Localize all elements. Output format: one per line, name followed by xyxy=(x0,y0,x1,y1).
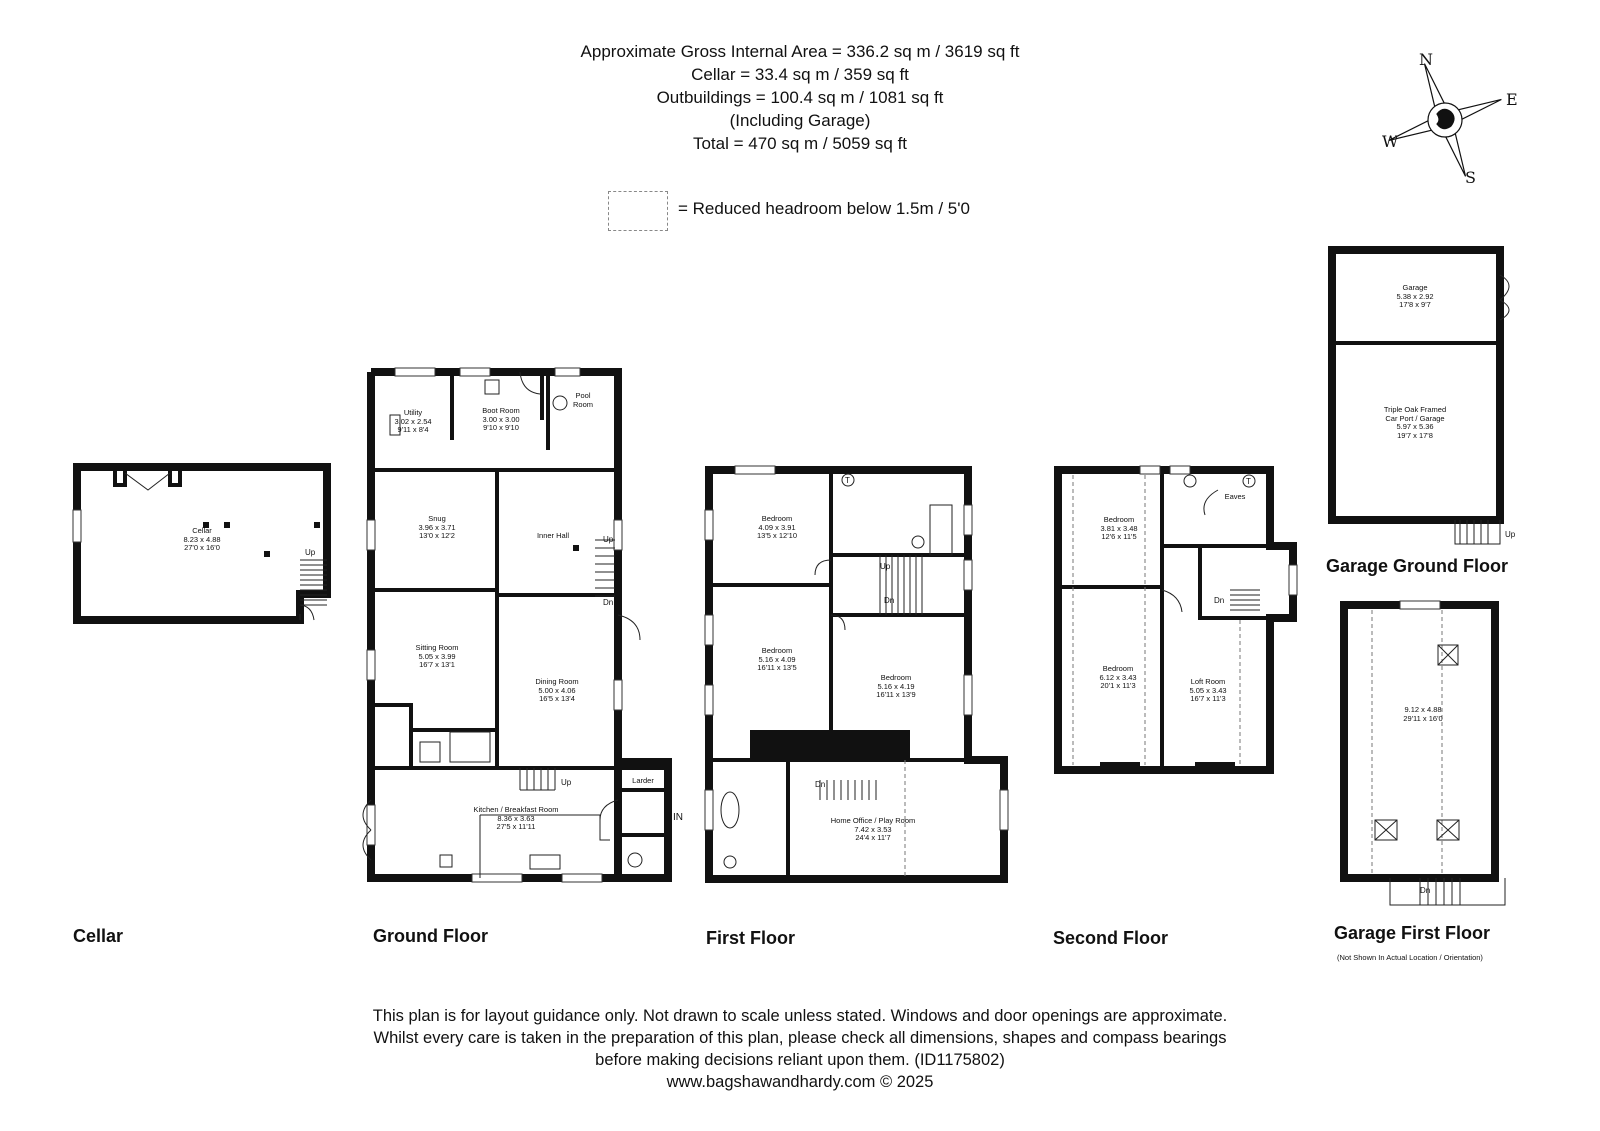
disclaimer-line-1: This plan is for layout guidance only. N… xyxy=(372,1007,1228,1025)
cellar-area-text: Cellar = 33.4 sq m / 359 sq ft xyxy=(691,65,909,84)
cellar-plan xyxy=(72,463,331,624)
gross-area-text: Approximate Gross Internal Area = 336.2 … xyxy=(580,42,1020,61)
compass-rose-icon xyxy=(1388,63,1502,177)
floor-label-ground: Ground Floor xyxy=(373,926,488,946)
ground-dn-label: Dn xyxy=(603,598,614,607)
room-pool: Pool Room xyxy=(572,391,593,409)
ground-up-label: Up xyxy=(603,535,614,544)
floor-label-first: First Floor xyxy=(706,928,795,948)
floor-label-garage-first: Garage First Floor xyxy=(1334,923,1491,943)
room-inner-hall: Inner Hall xyxy=(536,531,570,540)
ff-dn-label: Dn xyxy=(884,596,895,605)
total-area-text: Total = 470 sq m / 5059 sq ft xyxy=(692,134,908,153)
floor-label-second: Second Floor xyxy=(1053,928,1169,948)
compass-north-label: N xyxy=(1419,50,1433,69)
garage-up-label: Up xyxy=(1505,530,1516,539)
compass-east-label: E xyxy=(1506,90,1518,109)
room-eaves: Eaves xyxy=(1224,492,1246,501)
floor-label-garage-ground: Garage Ground Floor xyxy=(1326,556,1509,576)
second-floor-plan xyxy=(1054,465,1298,774)
compass-west-label: W xyxy=(1382,132,1399,151)
first-floor-plan xyxy=(704,465,1009,883)
area-summary: Approximate Gross Internal Area = 336.2 … xyxy=(0,40,1600,155)
entrance-in-label: IN xyxy=(673,812,683,823)
cellar-up-label: Up xyxy=(305,548,316,557)
outbuildings-area-text: Outbuildings = 100.4 sq m / 1081 sq ft xyxy=(656,88,944,107)
including-garage-text: (Including Garage) xyxy=(729,111,871,130)
garage-dn-label: Dn xyxy=(1420,886,1431,895)
office-dn-label: Dn xyxy=(815,780,826,789)
ff-up-label: Up xyxy=(880,562,891,571)
garage-ground-plan xyxy=(1328,246,1510,545)
website-copyright: www.bagshawandhardy.com © 2025 xyxy=(666,1073,934,1091)
sf-tank-label: T xyxy=(1246,477,1251,486)
compass-south-label: S xyxy=(1465,168,1476,187)
room-larder: Larder xyxy=(632,776,654,785)
floor-label-cellar: Cellar xyxy=(73,926,124,946)
disclaimer: This plan is for layout guidance only. N… xyxy=(0,1005,1600,1093)
kitchen-up-label: Up xyxy=(561,778,572,787)
disclaimer-line-2: Whilst every care is taken in the prepar… xyxy=(373,1029,1227,1047)
disclaimer-line-3: before making decisions reliant upon the… xyxy=(595,1051,1005,1069)
garage-orientation-note: (Not Shown In Actual Location / Orientat… xyxy=(1337,953,1483,962)
sf-dn-label: Dn xyxy=(1214,596,1225,605)
ground-floor-plan xyxy=(362,367,672,883)
garage-first-plan xyxy=(1340,600,1506,906)
headroom-legend-box xyxy=(608,191,668,231)
ff-tank-label: T xyxy=(845,476,850,485)
headroom-legend-text: = Reduced headroom below 1.5m / 5'0 xyxy=(678,199,970,218)
